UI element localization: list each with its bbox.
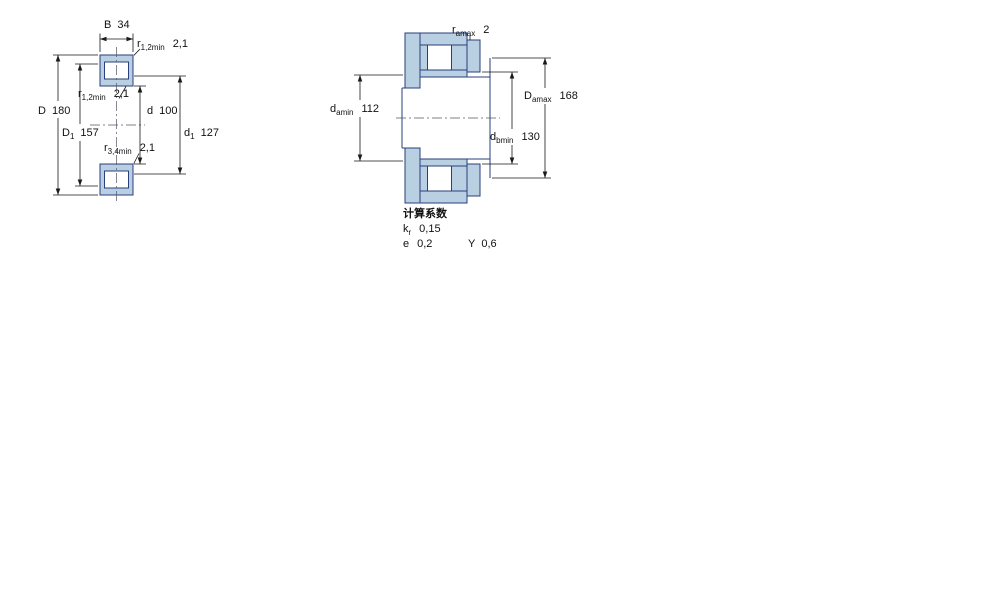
dim-label-d1: d1 127 <box>184 127 219 141</box>
dim-D-lines <box>53 54 98 196</box>
sym: d <box>184 127 190 139</box>
factor-Y: Y 0,6 <box>468 238 497 250</box>
val: 0,2 <box>417 238 432 250</box>
sym: d <box>330 103 336 115</box>
dim-label-D1: D1 157 <box>62 127 99 141</box>
right-top-roller <box>427 44 452 71</box>
arrow <box>509 157 515 164</box>
dim-label-ramax: ramax 2 <box>452 24 489 38</box>
dim-label-dbmin: dbmin 130 <box>490 131 540 145</box>
right-top-abutment <box>404 32 421 89</box>
sym: r <box>137 38 141 50</box>
right-bottom-abutment <box>404 147 421 204</box>
sym: r <box>452 24 456 36</box>
dim-label-d: d 100 <box>147 105 177 117</box>
sub: amin <box>336 108 353 117</box>
right-bottom-housing-shoulder <box>466 163 481 197</box>
arrow <box>137 86 143 93</box>
dim-D1-lines <box>75 63 98 187</box>
arrow <box>137 157 143 164</box>
sub: 1,2min <box>82 93 106 102</box>
arrow <box>55 55 61 62</box>
val: 0,6 <box>481 238 496 250</box>
sym: r <box>104 142 108 154</box>
sym: D <box>38 105 46 117</box>
sub: r <box>409 228 412 237</box>
val: 2,1 <box>140 142 155 154</box>
arrow <box>177 167 183 174</box>
sym: D <box>62 127 70 139</box>
arrow <box>509 72 515 79</box>
arrow <box>542 171 548 178</box>
dim-label-damin: damin 112 <box>330 103 379 117</box>
calculation-factors: 计算系数 kr 0,15 e 0,2 Y 0,6 <box>403 206 497 250</box>
val: 0,15 <box>419 223 440 235</box>
right-bottom-roller <box>427 165 452 192</box>
sub: amax <box>532 95 552 104</box>
arrow <box>55 188 61 195</box>
arrow <box>77 179 83 186</box>
sym: B <box>104 19 111 31</box>
val: 127 <box>201 127 219 139</box>
val: 180 <box>52 105 70 117</box>
sub: 1 <box>70 132 75 141</box>
dim-dbmin-lines <box>482 71 518 165</box>
sym: r <box>78 88 82 100</box>
val: 168 <box>560 90 578 102</box>
val: 100 <box>159 105 177 117</box>
sym: d <box>147 105 153 117</box>
dimension-lines <box>53 33 551 196</box>
sub: 1 <box>190 132 195 141</box>
leader-r12-mid <box>118 86 127 99</box>
val: 2 <box>483 24 489 36</box>
centerlines <box>90 47 500 203</box>
sub: amax <box>456 29 476 38</box>
factors-title: 计算系数 <box>403 206 448 220</box>
arrow <box>100 36 107 42</box>
dim-label-r34: r3,4min 2,1 <box>104 142 155 156</box>
sym: D <box>524 90 532 102</box>
factor-e: e 0,2 <box>403 238 432 250</box>
arrow <box>177 76 183 83</box>
dim-label-D: D 180 <box>38 105 70 117</box>
arrow <box>542 58 548 65</box>
sub: 3,4min <box>108 147 132 156</box>
val: 34 <box>117 19 129 31</box>
val: 2,1 <box>114 88 129 100</box>
leader-r34 <box>133 153 140 164</box>
dimension-arrows <box>55 36 548 195</box>
val: 2,1 <box>173 38 188 50</box>
sym: Y <box>468 238 476 250</box>
dim-Damax-lines <box>492 57 551 179</box>
arrow <box>357 154 363 161</box>
factor-kr: kr 0,15 <box>403 223 441 237</box>
dim-damin-lines <box>354 74 403 162</box>
sym: d <box>490 131 496 143</box>
arrow <box>357 75 363 82</box>
dim-label-Damax: Damax 168 <box>524 90 578 104</box>
right-top-housing-shoulder <box>466 39 481 73</box>
val: 157 <box>80 127 98 139</box>
leader-r12-top <box>133 48 141 56</box>
sym: e <box>403 238 409 250</box>
arrow <box>126 36 133 42</box>
arrow <box>77 64 83 71</box>
sub: 1,2min <box>141 43 165 52</box>
val: 112 <box>361 103 379 115</box>
bearing-detail-lines <box>420 44 467 192</box>
dim-label-B: B 34 <box>104 19 130 31</box>
dim-label-r12-mid: r1,2min 2,1 <box>78 88 129 102</box>
sym: k <box>403 223 409 235</box>
sub: bmin <box>496 136 513 145</box>
dim-label-r12-top: r1,2min 2,1 <box>137 38 188 52</box>
dim-d1-lines <box>134 75 186 175</box>
val: 130 <box>521 131 539 143</box>
